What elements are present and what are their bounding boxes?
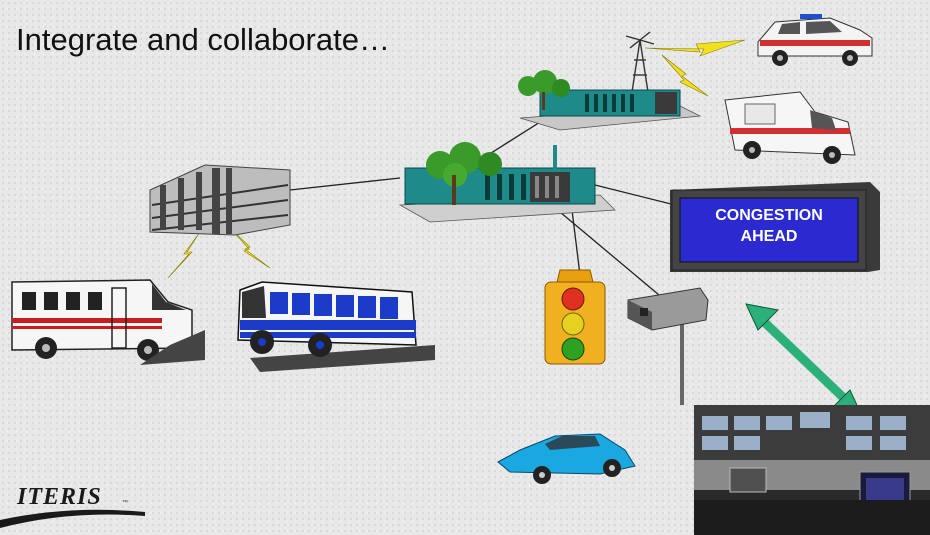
link-center-camera [559,211,666,301]
trademark-mark: ™ [122,500,128,506]
parking-garage-icon [149,164,291,236]
passenger-car-icon [497,433,636,484]
lightning-bolt-icon [167,39,746,279]
traffic-camera-icon [627,287,709,405]
logo-swoosh [0,509,145,528]
message-sign-icon [670,182,880,272]
police-car-icon [757,14,873,66]
link-center-light [571,209,581,276]
slide-title: Integrate and collaborate… [16,22,390,57]
transit-bus-icon [237,281,435,372]
sign-line-1: CONGESTION [715,207,823,224]
link-center-sign [594,184,676,206]
sign-message: CONGESTION AHEAD [680,205,858,247]
company-logo: ITERIS [17,484,102,510]
shuttle-bus-icon [11,279,205,365]
emergency-dispatch-building-icon [518,70,702,131]
link-garage-center [289,177,401,191]
control-room-photo-icon [694,405,930,535]
traffic-center-building-icon [398,142,616,223]
sign-line-2: AHEAD [740,228,798,245]
ambulance-icon [724,91,856,164]
traffic-light-icon [544,269,606,365]
double-arrow-icon [745,303,863,417]
radio-tower-icon [625,31,655,93]
